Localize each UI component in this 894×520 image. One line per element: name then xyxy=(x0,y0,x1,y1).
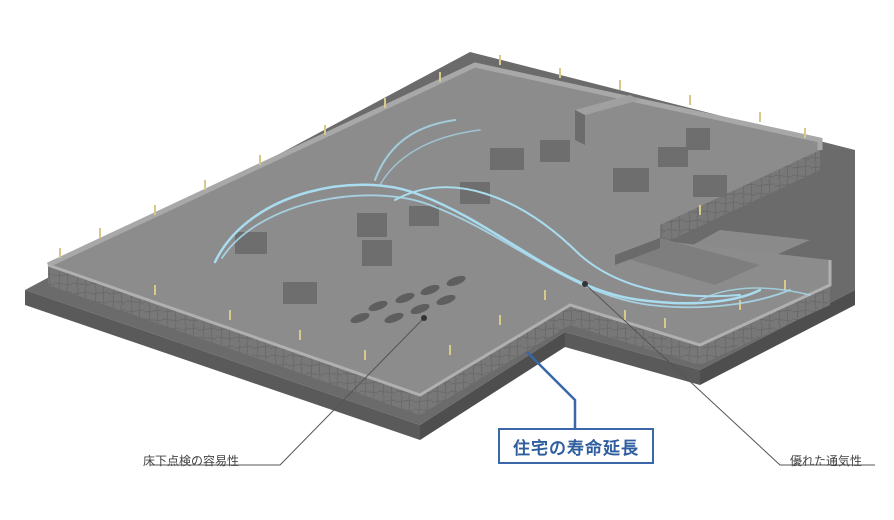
longevity-label: 住宅の寿命延長 xyxy=(513,434,639,459)
floor-inspection-label: 床下点検の容易性 xyxy=(143,452,239,469)
longevity-callout: 住宅の寿命延長 xyxy=(498,428,654,464)
ventilation-label: 優れた通気性 xyxy=(790,452,862,469)
